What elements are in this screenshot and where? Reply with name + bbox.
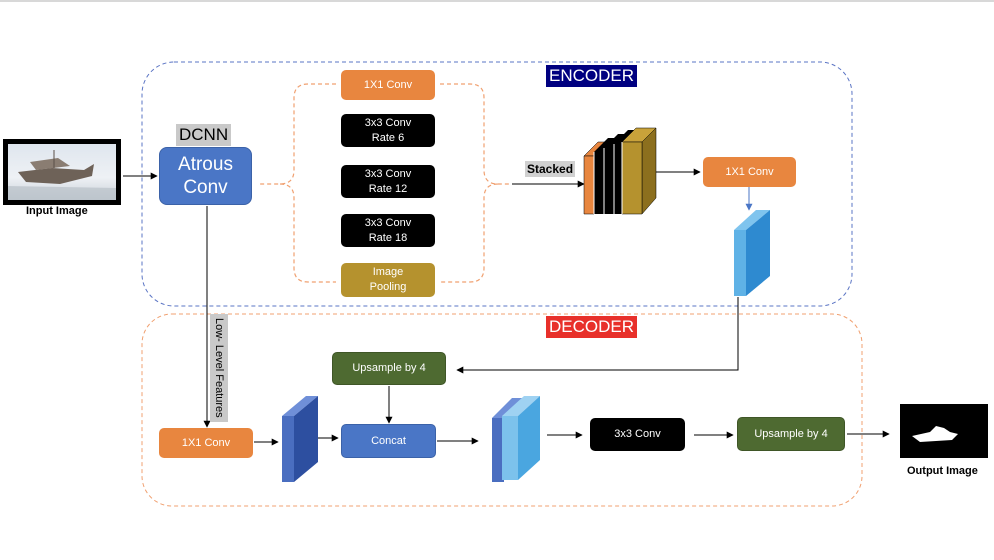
- input-image-label: Input Image: [26, 205, 88, 217]
- dcnn-label: DCNN: [176, 124, 232, 146]
- arrow-encoder-to-upsample: [456, 297, 739, 374]
- encoder-container: [141, 61, 853, 307]
- aspp-left-bracket: [258, 83, 336, 283]
- decoder-upsample-top: Upsample by 4: [332, 352, 446, 385]
- stacked-label: Stacked: [525, 161, 576, 177]
- aspp-branch-conv-rate6: 3x3 Conv Rate 6: [341, 114, 435, 147]
- aspp-branch-image-pooling: Image Pooling: [341, 263, 435, 297]
- concat-block: Concat: [341, 424, 436, 458]
- aspp-branch-1x1-conv: 1X1 Conv: [341, 70, 435, 100]
- decoder-1x1-conv: 1X1 Conv: [159, 428, 253, 458]
- top-divider: [0, 0, 994, 2]
- decoder-3x3-conv: 3x3 Conv: [590, 418, 685, 451]
- encoder-output-feature-map: [734, 210, 770, 296]
- decoder-title: DECODER: [546, 316, 638, 338]
- decoder-feature-map: [282, 396, 318, 482]
- stacked-feature-maps: [583, 127, 657, 215]
- concat-feature-maps: [492, 396, 540, 482]
- aspp-branch-conv-rate18: 3x3 Conv Rate 18: [341, 214, 435, 247]
- input-image: [3, 139, 121, 205]
- aspp-right-bracket: [440, 83, 510, 283]
- output-image: [900, 404, 988, 458]
- decoder-container: [141, 313, 863, 507]
- decoder-upsample-output: Upsample by 4: [737, 417, 845, 451]
- low-level-features-label: Low- Level Features: [210, 314, 228, 422]
- output-image-label: Output Image: [907, 465, 978, 477]
- aspp-branch-conv-rate12: 3x3 Conv Rate 12: [341, 165, 435, 198]
- encoder-1x1-conv: 1X1 Conv: [703, 157, 796, 187]
- encoder-title: ENCODER: [546, 65, 638, 87]
- atrous-conv-block: Atrous Conv: [159, 147, 252, 205]
